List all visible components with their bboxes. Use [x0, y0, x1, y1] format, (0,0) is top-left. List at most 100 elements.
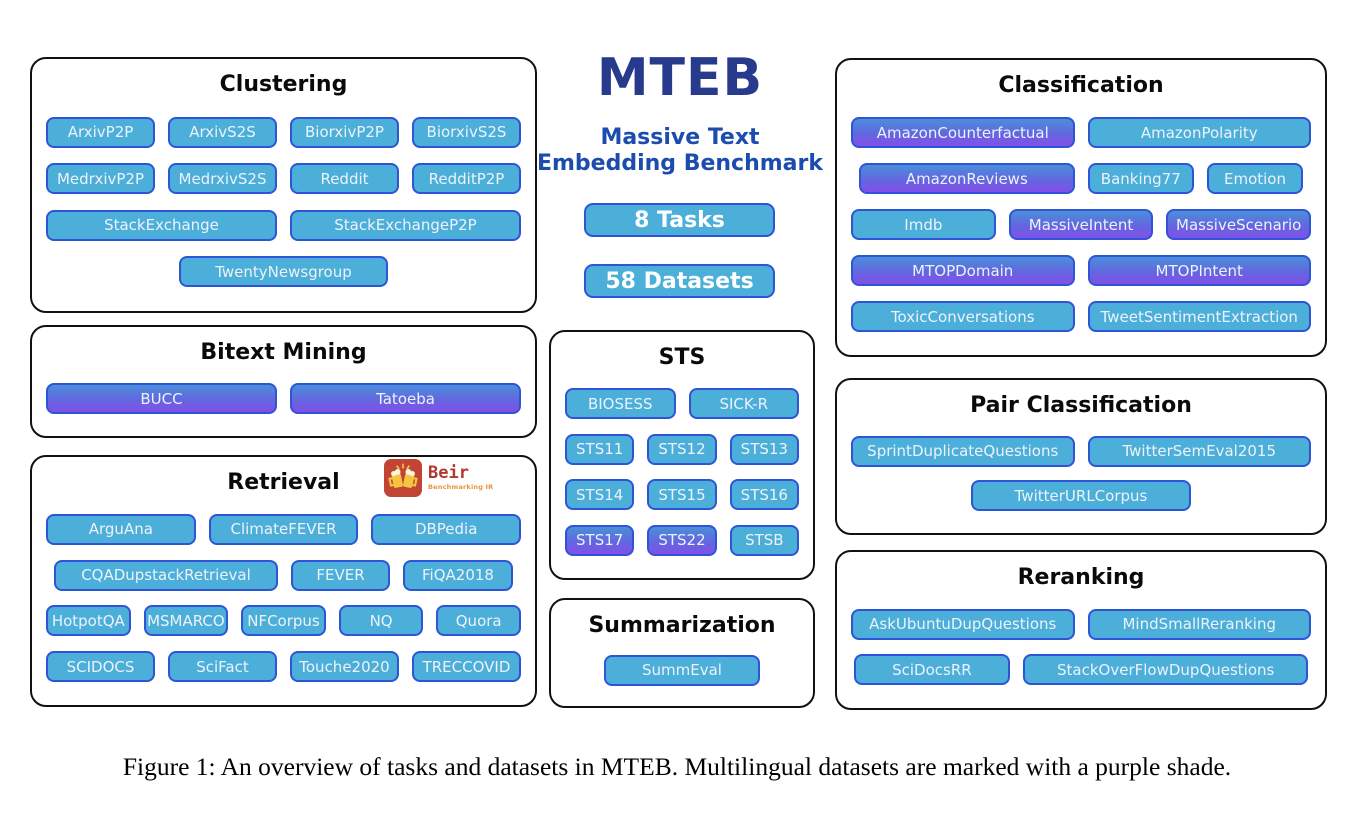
pill-row: SprintDuplicateQuestions TwitterSemEval20…	[851, 435, 1311, 467]
dataset-pill-stackexchange: StackExchange	[46, 209, 277, 241]
category-title-clustering: Clustering	[219, 71, 348, 97]
category-title-summarization: Summarization	[588, 612, 776, 638]
dataset-pill-sprintduplicatequestions: SprintDuplicateQuestions	[851, 435, 1075, 467]
dataset-pill-tatoeba: Tatoeba	[290, 383, 521, 414]
dataset-pill-twentynewsgroup: TwentyNewsgroup	[179, 256, 388, 288]
pill-row: ArxivP2P ArxivS2S BiorxivP2P BiorxivS2S	[46, 116, 521, 148]
dataset-pill-mtopintent: MTOPIntent	[1087, 255, 1311, 286]
dataset-pill-amazoncounterfactual: AmazonCounterfactual	[851, 117, 1075, 148]
dataset-pill-sts12: STS12	[647, 433, 717, 465]
beir-mugs-icon	[384, 459, 422, 497]
category-title-pair-classification: Pair Classification	[970, 392, 1192, 418]
category-title-row: Bitext Mining	[32, 327, 535, 367]
dataset-pill-stackoverflowdupquestions: StackOverFlowDupQuestions	[1023, 654, 1309, 686]
dataset-pill-fiqa2018: FiQA2018	[403, 559, 513, 591]
category-title-retrieval: Retrieval	[227, 469, 340, 495]
dataset-pill-massiveintent: MassiveIntent	[1008, 209, 1154, 240]
pill-row: STS17 STS22 STSB	[565, 524, 799, 556]
category-rows: ArxivP2P ArxivS2S BiorxivP2P BiorxivS2S Medr…	[32, 99, 535, 311]
dataset-pill-sts15: STS15	[647, 479, 717, 511]
category-title-classification: Classification	[998, 72, 1164, 98]
dataset-pill-medrxivs2s: MedrxivS2S	[168, 163, 277, 195]
dataset-pill-biorxivp2p: BiorxivP2P	[290, 116, 399, 148]
category-title-row: Summarization	[551, 600, 813, 640]
pill-row: BUCC Tatoeba	[46, 383, 521, 414]
dataset-pill-summeval: SummEval	[603, 654, 761, 686]
dataset-pill-sts11: STS11	[565, 433, 635, 465]
dataset-pill-twitterurlcorpus: TwitterURLCorpus	[970, 480, 1192, 512]
dataset-pill-sts16: STS16	[729, 479, 799, 511]
mteb-title: MTEB	[596, 48, 764, 108]
dataset-pill-sts22: STS22	[647, 524, 717, 556]
pill-row: Imdb MassiveIntent MassiveScenario	[851, 209, 1312, 240]
dataset-pill-dbpedia: DBPedia	[371, 513, 522, 545]
tasks-count-badge: 8 Tasks	[584, 203, 775, 237]
dataset-pill-mtopdomain: MTOPDomain	[851, 255, 1075, 286]
dataset-pill-stsb: STSB	[729, 524, 799, 556]
pill-row: AskUbuntuDupQuestions MindSmallReranking	[851, 608, 1311, 640]
pill-row: TwitterURLCorpus	[851, 480, 1311, 512]
dataset-pill-climatefever: ClimateFEVER	[208, 513, 359, 545]
mteb-subtitle-line2: Embedding Benchmark	[536, 151, 824, 177]
dataset-pill-twittersemeval2015: TwitterSemEval2015	[1087, 435, 1311, 467]
pill-row: TwentyNewsgroup	[46, 256, 521, 288]
dataset-pill-fever: FEVER	[290, 559, 391, 591]
dataset-pill-arguana: ArguAna	[46, 513, 196, 545]
dataset-pill-amazonreviews: AmazonReviews	[858, 163, 1075, 194]
dataset-pill-cqadupstackretrieval: CQADupstackRetrieval	[54, 559, 278, 591]
dataset-pill-arxivp2p: ArxivP2P	[46, 116, 155, 148]
mteb-subtitle-line1: Massive Text	[600, 125, 760, 150]
dataset-pill-amazonpolarity: AmazonPolarity	[1087, 117, 1311, 148]
pill-row: MTOPDomain MTOPIntent	[851, 255, 1311, 286]
dataset-pill-emotion: Emotion	[1206, 163, 1304, 194]
dataset-pill-msmarco: MSMARCO	[143, 605, 229, 637]
pill-row: AmazonCounterfactual AmazonPolarity	[851, 117, 1311, 148]
beir-logo-name: Beir	[428, 463, 469, 484]
dataset-pill-sts14: STS14	[565, 479, 635, 511]
dataset-pill-biorxivs2s: BiorxivS2S	[412, 116, 521, 148]
dataset-pill-scifact: SciFact	[168, 651, 277, 683]
dataset-pill-hotpotqa: HotpotQA	[46, 605, 131, 637]
dataset-pill-tweetsentimentextraction: TweetSentimentExtraction	[1087, 301, 1311, 332]
dataset-pill-askubuntudupquestions: AskUbuntuDupQuestions	[851, 608, 1075, 640]
category-title-row: Classification	[837, 60, 1325, 100]
pill-row: StackExchange StackExchangeP2P	[46, 209, 521, 241]
category-title-bitext-mining: Bitext Mining	[200, 339, 367, 365]
dataset-pill-sts17: STS17	[565, 524, 635, 556]
dataset-pill-massivescenario: MassiveScenario	[1166, 209, 1312, 240]
dataset-pill-banking77: Banking77	[1087, 163, 1194, 194]
category-rows: SprintDuplicateQuestions TwitterSemEval20…	[837, 420, 1325, 533]
dataset-pill-mindsmallreranking: MindSmallReranking	[1087, 608, 1311, 640]
dataset-pill-scidocs: SCIDOCS	[46, 651, 155, 683]
category-title-row: STS	[551, 332, 813, 372]
dataset-pill-arxivs2s: ArxivS2S	[168, 116, 277, 148]
category-rows: BUCC Tatoeba	[32, 367, 535, 436]
category-title-sts: STS	[658, 344, 706, 370]
dataset-pill-nq: NQ	[338, 605, 424, 637]
dataset-pill-imdb: Imdb	[851, 209, 996, 240]
dataset-pill-medrxivp2p: MedrxivP2P	[46, 163, 155, 195]
category-title-row: Reranking	[837, 552, 1325, 592]
dataset-pill-stackexchangep2p: StackExchangeP2P	[290, 209, 521, 241]
dataset-pill-sick-r: SICK-R	[688, 388, 799, 420]
dataset-pill-quora: Quora	[436, 605, 521, 637]
dataset-pill-bucc: BUCC	[46, 383, 277, 414]
pill-row: CQADupstackRetrieval FEVER FiQA2018	[46, 559, 521, 591]
